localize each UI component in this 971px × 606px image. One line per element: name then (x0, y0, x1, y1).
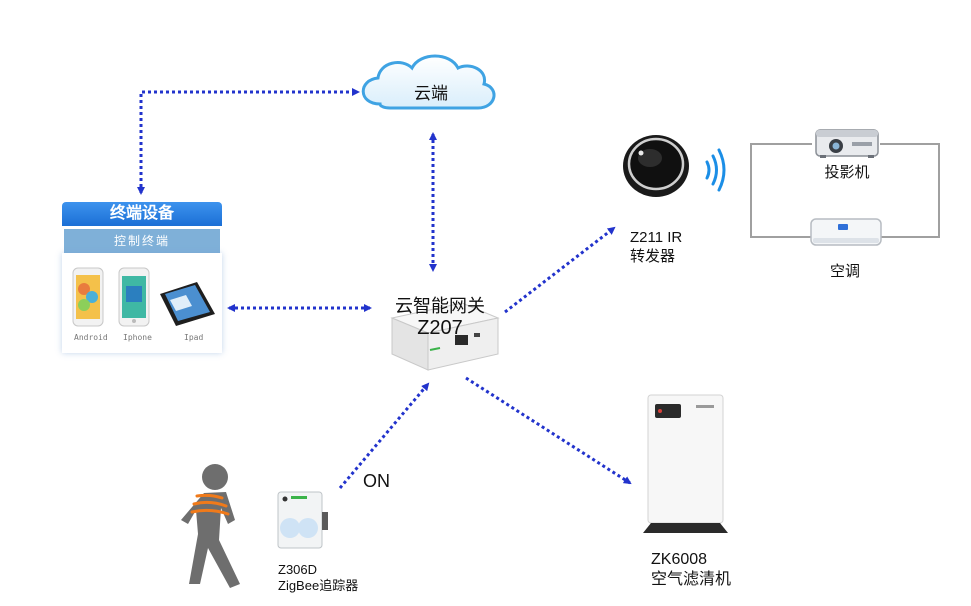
tracker-icon (277, 491, 328, 549)
walking-person-icon (181, 464, 240, 588)
device-caption: Android (74, 333, 108, 342)
cloud-label: 云端 (414, 84, 448, 103)
purifier-name: 空气滤清机 (651, 571, 732, 588)
ipad-icon (160, 282, 215, 326)
gateway-model: Z207 (417, 317, 463, 339)
tracker-name: ZigBee追踪器 (278, 578, 359, 593)
link-cloud-terminal (137, 90, 355, 195)
gateway-icon (390, 302, 500, 371)
device-caption: Ipad (184, 333, 204, 342)
terminal-title: 终端设备 (62, 202, 222, 226)
ir-forwarder-name: 转发器 (630, 248, 676, 265)
projector-icon (815, 129, 879, 158)
link-gateway-purifier (465, 376, 632, 485)
projector-label: 投影机 (824, 164, 870, 181)
trigger-label: ON (363, 471, 390, 491)
ir-forwarder-icon (623, 135, 689, 197)
android-phone-icon (72, 267, 104, 327)
ir-forwarder-model: Z211 IR (630, 229, 683, 246)
motion-waves-icon (190, 493, 230, 516)
tracker-model: Z306D (278, 562, 318, 577)
air-purifier-icon (643, 394, 728, 533)
link-tracker-gateway (338, 382, 430, 489)
cloud-icon (361, 54, 496, 110)
iphone-icon (118, 267, 150, 327)
link-gateway-ir (504, 226, 616, 314)
purifier-model: ZK6008 (651, 551, 708, 568)
aircon-label: 空调 (829, 263, 860, 280)
signal-waves-icon (705, 148, 726, 192)
ir-bracket (750, 143, 940, 238)
gateway-name: 云智能网关 (395, 296, 485, 316)
aircon-icon (810, 218, 882, 246)
terminal-subtitle: 控制终端 (64, 229, 220, 253)
device-caption: Iphone (123, 333, 152, 342)
